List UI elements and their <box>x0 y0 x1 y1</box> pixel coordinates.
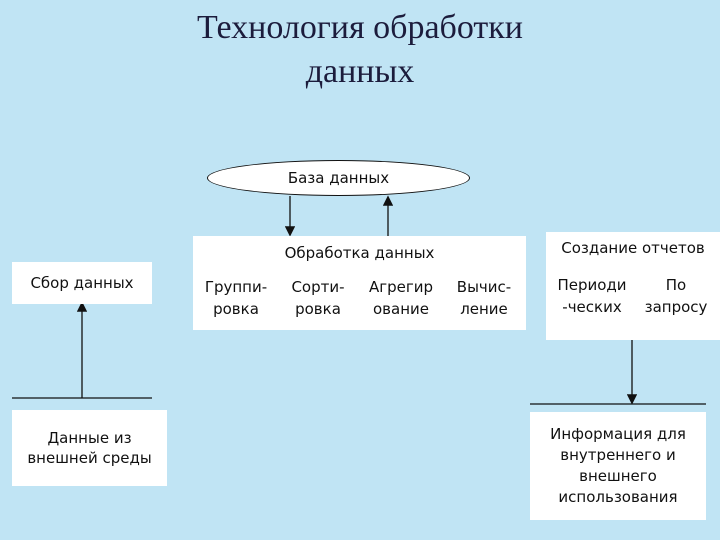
step-sorting-line-1: Сорти- <box>291 278 345 296</box>
reports-block: Создание отчетов Периоди -ческих По запр… <box>546 232 720 340</box>
step-aggregation-line-2: ование <box>373 300 429 318</box>
step-sorting-line-2: ровка <box>295 300 341 318</box>
processing-step-sorting: Сорти- ровка <box>279 276 357 320</box>
title-line-1: Технология обработки <box>197 9 523 46</box>
reports-on-request-line-2: запросу <box>644 298 708 316</box>
output-label: Информация для внутреннего и внешнего ис… <box>550 425 686 506</box>
processing-step-grouping: Группи- ровка <box>197 276 275 320</box>
external-data-label: Данные из внешней среды <box>27 429 152 467</box>
external-data-box: Данные из внешней среды <box>12 410 167 486</box>
processing-header: Обработка данных <box>284 244 435 262</box>
reports-on-request: По запросу <box>634 274 718 318</box>
processing-step-computation: Вычис- ление <box>445 276 523 320</box>
processing-step-aggregation: Агрегир ование <box>361 276 441 320</box>
page-title: Технология обработки данных <box>0 6 720 94</box>
step-computation-line-2: ление <box>460 300 508 318</box>
reports-periodic-line-1: Периоди <box>557 276 627 294</box>
output-box: Информация для внутреннего и внешнего ис… <box>530 412 706 520</box>
reports-header: Создание отчетов <box>561 239 705 257</box>
database-label: База данных <box>287 169 390 187</box>
reports-periodic-line-2: -ческих <box>562 298 622 316</box>
step-aggregation-line-1: Агрегир <box>368 278 434 296</box>
step-computation-line-1: Вычис- <box>456 278 512 296</box>
database-node: База данных <box>207 160 470 196</box>
processing-block: Обработка данных Группи- ровка Сорти- ро… <box>193 236 526 330</box>
reports-periodic: Периоди -ческих <box>550 274 634 318</box>
title-line-2: данных <box>305 53 415 90</box>
reports-on-request-line-1: По <box>665 276 687 294</box>
step-grouping-line-2: ровка <box>213 300 259 318</box>
collection-label: Сбор данных <box>30 274 134 292</box>
step-grouping-line-1: Группи- <box>204 278 268 296</box>
collection-box: Сбор данных <box>12 262 152 304</box>
